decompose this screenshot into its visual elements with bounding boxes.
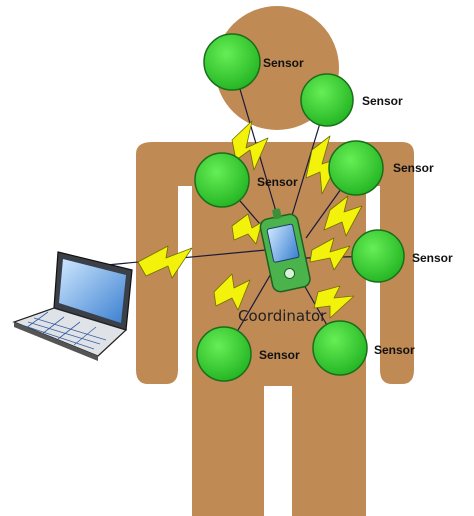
laptop-keys <box>21 311 107 350</box>
sensor-node-arm-right: Sensor <box>351 229 453 283</box>
sensor-circle <box>300 73 354 127</box>
sensor-label: Sensor <box>259 348 300 362</box>
laptop-icon <box>12 251 133 361</box>
sensor-circle <box>312 320 368 376</box>
sensor-circle <box>328 140 384 196</box>
sensor-label: Sensor <box>412 251 453 265</box>
lightning-bolt-icon <box>313 285 355 319</box>
wireless-bolts <box>137 120 363 319</box>
laptop-front-edge <box>14 322 98 361</box>
sensor-node-shoulder-right: Sensor <box>328 140 434 196</box>
coordinator-label: Coordinator <box>238 307 327 325</box>
sensor-label: Sensor <box>374 343 415 357</box>
sensor-node-hip-left: Sensor <box>196 326 300 382</box>
sensor-node-head-right: Sensor <box>300 73 403 127</box>
lightning-bolt-icon <box>137 245 193 279</box>
sensor-circle <box>194 152 250 208</box>
sensor-node-hip-right: Sensor <box>312 320 415 376</box>
sensor-node-chest-left: Sensor <box>194 152 298 208</box>
device-button <box>284 268 296 280</box>
sensor-label: Sensor <box>257 175 298 189</box>
lightning-bolt-icon <box>323 195 363 237</box>
sensor-circle <box>351 229 405 283</box>
device-antenna <box>272 208 282 220</box>
device-screen <box>266 223 300 263</box>
sensor-circle <box>196 326 252 382</box>
sensor-label: Sensor <box>362 94 403 108</box>
lightning-bolt-icon <box>231 213 263 245</box>
coordinator-device <box>259 208 311 293</box>
lightning-bolt-icon <box>213 273 251 311</box>
sensor-circle <box>203 33 261 91</box>
lightning-bolt-icon <box>309 237 351 271</box>
sensor-node-head-left: Sensor <box>203 33 304 91</box>
laptop-screen <box>59 259 126 323</box>
sensor-label: Sensor <box>393 161 434 175</box>
torso-shape <box>136 142 414 516</box>
sensor-label: Sensor <box>263 56 304 70</box>
